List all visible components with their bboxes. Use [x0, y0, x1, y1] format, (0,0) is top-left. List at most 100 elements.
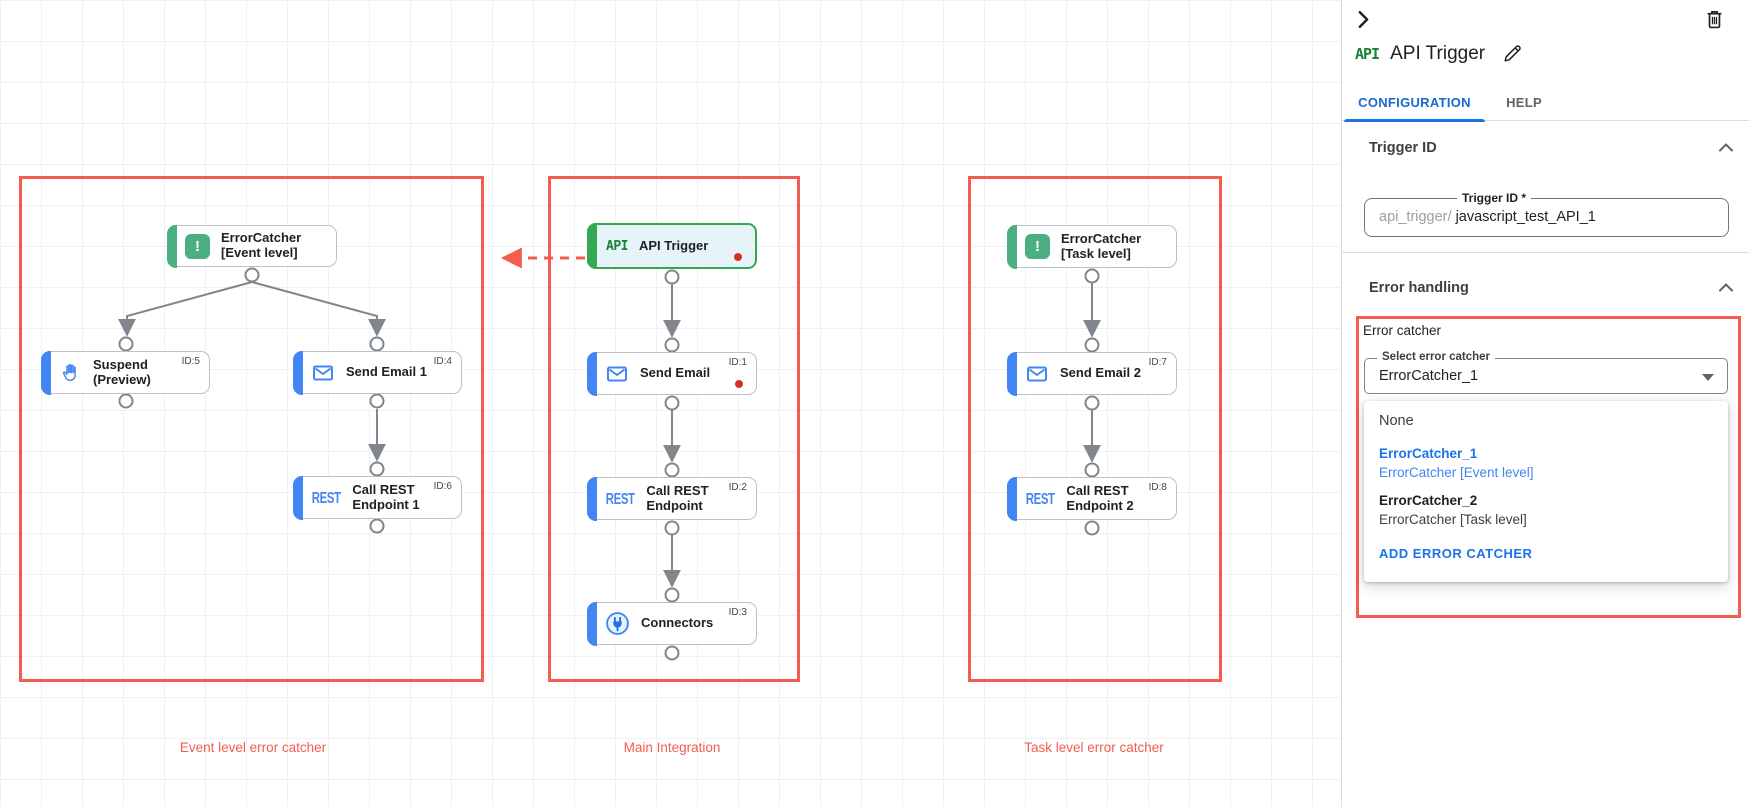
node-label: Send Email 2: [1060, 365, 1141, 381]
chevron-right-icon: [1357, 11, 1370, 31]
error-catcher-highlight-box: [1356, 316, 1741, 618]
error-handling-section-heading: Error handling: [1369, 280, 1469, 296]
rest-icon: REST: [311, 488, 341, 507]
node-id-badge: ID:8: [1148, 482, 1167, 493]
group-label-event-level: Event level error catcher: [179, 740, 327, 755]
add-error-catcher-button[interactable]: ADD ERROR CATCHER: [1379, 546, 1533, 561]
error-catcher-dropdown-menu: None ErrorCatcher_1 ErrorCatcher [Event …: [1364, 401, 1728, 582]
node-api-trigger[interactable]: API API Trigger: [587, 223, 757, 269]
section-divider: [1342, 252, 1749, 253]
trigger-id-section-heading: Trigger ID: [1369, 140, 1437, 156]
config-panel: API API Trigger CONFIGURATION HELP Trigg…: [1341, 0, 1749, 807]
select-error-catcher-label: Select error catcher: [1377, 351, 1496, 363]
node-errorcatcher-event-level[interactable]: ! ErrorCatcher[Event level]: [166, 224, 337, 268]
node-label: Send Email: [640, 365, 711, 381]
trigger-id-value: api_trigger/ javascript_test_API_1: [1379, 199, 1596, 236]
node-accent-bar: [586, 351, 597, 396]
node-label: Connectors: [641, 615, 714, 631]
delete-trigger-button[interactable]: [1704, 8, 1725, 31]
pencil-icon: [1502, 45, 1522, 67]
menu-item-errorcatcher-1[interactable]: ErrorCatcher_1: [1379, 446, 1478, 461]
integration-canvas[interactable]: Event level error catcher Main Integrati…: [0, 0, 1341, 807]
node-accent-bar: [586, 476, 597, 521]
hand-icon: [59, 361, 82, 384]
node-accent-bar: [1006, 476, 1017, 521]
edit-title-button[interactable]: [1502, 44, 1522, 64]
node-errorcatcher-task-level[interactable]: ! ErrorCatcher[Task level]: [1006, 224, 1177, 269]
error-catcher-label: Error catcher: [1363, 323, 1442, 338]
node-accent-bar: [166, 224, 177, 268]
node-label: ErrorCatcher: [1061, 230, 1142, 246]
trigger-id-text: javascript_test_API_1: [1455, 209, 1596, 225]
group-label-main-integration: Main Integration: [623, 740, 721, 755]
group-box-main-integration: [548, 176, 800, 682]
node-send-email[interactable]: Send Email ID:1: [586, 351, 757, 396]
node-label-line2: Endpoint 1: [352, 496, 420, 512]
node-accent-bar: [586, 601, 597, 646]
error-catcher-icon: !: [185, 233, 210, 259]
node-id-badge: ID:7: [1148, 357, 1167, 368]
menu-item-none[interactable]: None: [1379, 413, 1414, 429]
collapse-trigger-id-button[interactable]: [1717, 141, 1735, 154]
node-accent-bar: [1006, 351, 1017, 396]
trigger-id-field[interactable]: Trigger ID * api_trigger/ javascript_tes…: [1364, 191, 1729, 237]
node-label: Suspend: [93, 356, 148, 372]
menu-item-errorcatcher-2[interactable]: ErrorCatcher_2: [1379, 493, 1478, 508]
node-label-line2: Endpoint: [646, 497, 703, 513]
node-accent-bar: [292, 350, 303, 395]
trigger-id-field-label: Trigger ID *: [1457, 191, 1532, 205]
node-accent-bar: [1006, 224, 1017, 269]
error-catcher-icon: !: [1025, 234, 1050, 259]
panel-title: API Trigger: [1390, 43, 1486, 64]
node-id-badge: ID:6: [433, 481, 452, 492]
node-id-badge: ID:5: [181, 356, 200, 367]
tab-help[interactable]: HELP: [1506, 95, 1542, 110]
error-indicator-dot: [734, 253, 742, 261]
tab-configuration[interactable]: CONFIGURATION: [1342, 84, 1487, 122]
node-id-badge: ID:3: [728, 607, 747, 618]
node-label: Call REST: [352, 481, 415, 497]
node-label: ErrorCatcher: [221, 230, 302, 246]
chevron-up-icon: [1719, 140, 1733, 155]
node-send-email-1[interactable]: Send Email 1 ID:4: [292, 350, 462, 395]
trash-icon: [1706, 10, 1723, 32]
node-label-line2: [Task level]: [1061, 245, 1131, 261]
chevron-up-icon: [1719, 280, 1733, 295]
select-error-catcher-value: ErrorCatcher_1: [1379, 368, 1479, 384]
node-label: API Trigger: [638, 237, 709, 253]
email-icon: [311, 361, 335, 385]
error-indicator-dot: [735, 380, 743, 388]
edges-layer: [118, 247, 1101, 661]
collapse-panel-button[interactable]: [1355, 9, 1372, 30]
node-id-badge: ID:4: [433, 356, 452, 367]
email-icon: [1025, 362, 1049, 386]
node-suspend[interactable]: Suspend(Preview) ID:5: [40, 350, 210, 395]
node-label: Send Email 1: [346, 364, 427, 380]
node-accent-bar: [587, 223, 597, 269]
node-label-line2: [Event level]: [221, 245, 298, 260]
api-icon: API: [1355, 45, 1380, 63]
node-accent-bar: [292, 475, 303, 520]
panel-tabs: CONFIGURATION HELP: [1342, 84, 1749, 122]
rest-icon: REST: [1025, 489, 1055, 508]
node-connectors[interactable]: Connectors ID:3: [586, 601, 757, 646]
node-accent-bar: [40, 350, 51, 395]
dropdown-arrow-icon: [1702, 374, 1714, 381]
menu-item-errorcatcher-1-desc[interactable]: ErrorCatcher [Event level]: [1379, 465, 1534, 480]
menu-item-errorcatcher-2-desc[interactable]: ErrorCatcher [Task level]: [1379, 512, 1527, 527]
connector-icon: [605, 611, 630, 636]
trigger-id-prefix: api_trigger/: [1379, 209, 1452, 225]
node-label-line2: Endpoint 2: [1066, 497, 1134, 513]
group-box-event-level: [19, 176, 484, 682]
rest-icon: REST: [605, 489, 635, 508]
collapse-error-handling-button[interactable]: [1717, 281, 1735, 294]
select-error-catcher[interactable]: Select error catcher ErrorCatcher_1: [1364, 351, 1728, 394]
group-label-task-level: Task level error catcher: [1024, 740, 1164, 755]
email-icon: [605, 362, 629, 386]
node-id-badge: ID:1: [728, 357, 747, 368]
node-send-email-2[interactable]: Send Email 2 ID:7: [1006, 351, 1177, 396]
